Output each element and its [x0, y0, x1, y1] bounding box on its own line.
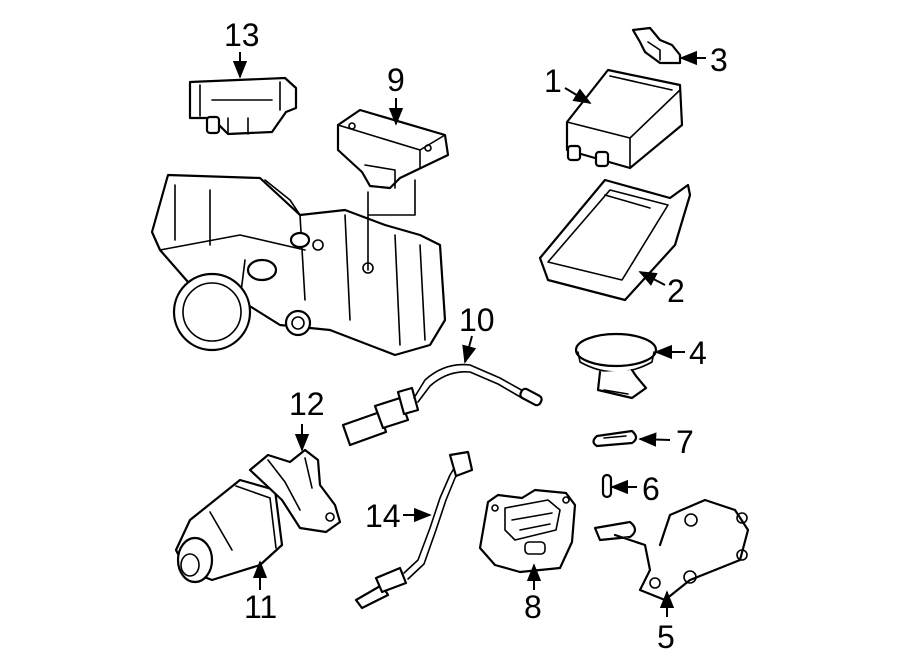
part-11-motor: [174, 478, 284, 584]
part-9-module: [336, 108, 450, 190]
callout-3: 3: [710, 42, 728, 78]
callout-11: 11: [244, 589, 277, 625]
callout-4: 4: [689, 335, 707, 371]
part-4-egr-valve: [574, 332, 658, 400]
callouts: 13 9 1 3 2 10 4 7 6 12 14 11 8 5: [224, 17, 728, 655]
callout-2: 2: [667, 273, 685, 309]
part-2-tray: [538, 178, 692, 302]
part-5-adapter: [593, 498, 750, 602]
callout-7: 7: [676, 424, 694, 460]
part-10-sensor: [341, 363, 543, 447]
leader-7: [638, 432, 671, 447]
callout-5: 5: [657, 619, 675, 655]
callout-10: 10: [459, 302, 495, 338]
leader-lines: [232, 50, 706, 617]
intake-manifold-assembly: [150, 173, 447, 357]
callout-14: 14: [365, 498, 401, 534]
callout-1: 1: [544, 63, 562, 99]
part-12-housing: [248, 448, 342, 534]
part-14-sensor: [354, 450, 474, 610]
leader-2: [638, 271, 666, 286]
leader-1: [564, 87, 592, 104]
part-8-plate: [478, 488, 577, 574]
part-3-bracket: [631, 26, 682, 65]
part-6-pin: [601, 473, 613, 499]
callout-9: 9: [387, 62, 405, 98]
callout-6: 6: [642, 471, 660, 507]
leader-10: [462, 335, 477, 364]
callout-12: 12: [289, 386, 325, 422]
part-1-canister: [565, 68, 684, 170]
part-7-gasket: [592, 429, 638, 448]
part-9-leader-bracket: [367, 179, 416, 271]
callout-8: 8: [524, 589, 542, 625]
part-13-sensor: [188, 76, 298, 136]
callout-13: 13: [224, 17, 260, 53]
